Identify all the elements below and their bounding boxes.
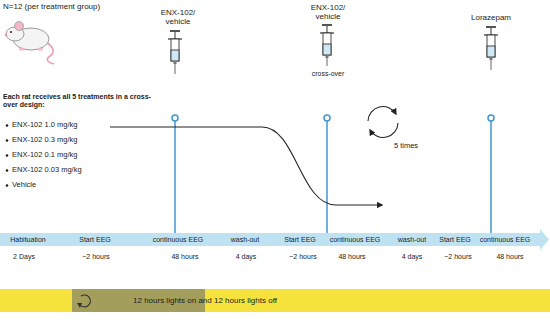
stage-label: continuous EEG: [330, 233, 381, 246]
light-cycle-label: 12 hours lights on and 12 hours lights o…: [133, 289, 277, 312]
syringe-icon: [487, 46, 495, 57]
dose-item: Vehicle: [12, 181, 36, 190]
syringe-icon: [320, 24, 334, 66]
syringe-icon: [168, 30, 182, 74]
crossover-line: [110, 127, 382, 205]
crossover-label: cross-over: [312, 70, 345, 78]
stage-label: Start EEG: [79, 233, 111, 246]
stage-label: wash-out: [231, 233, 259, 246]
dose-item: ENX-102 0.3 mg/kg: [12, 136, 77, 145]
stage-label: continuous EEG: [153, 233, 204, 246]
stage-label: continuous EEG: [480, 233, 531, 246]
syringe-icon: [491, 60, 492, 70]
repeat-cycle-arrows: [368, 106, 396, 121]
bullet-dot: [6, 124, 9, 187]
rat-illustration: [5, 22, 54, 65]
light-cycle-bar: [0, 289, 550, 312]
duration-label: ~2 hours: [82, 253, 109, 261]
syringe-icon: [326, 55, 329, 58]
dosing-marker: [324, 115, 330, 121]
stage-label: Start EEG: [439, 233, 471, 246]
dosing-marker: [174, 121, 176, 233]
stage-label: Start EEG: [284, 233, 316, 246]
repeat-cycle-arrows: [370, 123, 398, 138]
syringe-icon: [327, 58, 328, 66]
syringe-icon: [323, 44, 331, 55]
rat-illustration: [15, 22, 24, 31]
dosing-marker: [490, 121, 492, 233]
repeat-count: 5 times: [394, 142, 418, 151]
bullet-dot: [6, 154, 9, 157]
timeline-arrow-tip: [540, 229, 549, 250]
syringe-icon: [171, 39, 179, 61]
syringe-icon: [171, 50, 179, 61]
syringe-icon: [326, 26, 327, 33]
bullet-dot: [6, 184, 9, 187]
syringe-icon: [175, 64, 176, 74]
syringe-icon: [170, 30, 180, 32]
treatment-label: Lorazepam: [471, 13, 511, 22]
syringe-icon: [490, 57, 493, 60]
design-heading: Each rat receives all 5 treatments in a …: [3, 93, 153, 109]
syringe-icon: [323, 33, 331, 55]
dose-item: ENX-102 1.0 mg/kg: [12, 121, 77, 130]
repeat-cycle-arrows: [368, 106, 398, 137]
light-cycle-bar: [0, 289, 550, 312]
bullet-dot: [6, 124, 9, 127]
duration-label: 4 days: [402, 253, 423, 261]
syringe-icon: [322, 24, 332, 26]
syringe-icon: [486, 26, 496, 28]
light-cycle-bar: [77, 303, 82, 308]
rat-illustration: [46, 42, 54, 64]
group-size-note: N=12 (per treatment group): [3, 2, 100, 11]
timeline-band: Habituation Start EEG continuous EEG wash-o…: [0, 233, 540, 246]
duration-label: 48 hours: [496, 253, 523, 261]
dosing-marker: [172, 115, 178, 121]
syringe-icon: [490, 28, 491, 35]
duration-label: 48 hours: [338, 253, 365, 261]
rat-illustration: [5, 34, 8, 37]
treatment-label: ENX-102/ vehicle: [155, 8, 201, 26]
dosing-marker: [326, 121, 328, 233]
duration-label: 48 hours: [171, 253, 198, 261]
dosing-marker: [172, 115, 494, 233]
rat-illustration: [19, 48, 25, 51]
dose-item: ENX-102 0.03 mg/kg: [12, 166, 82, 175]
syringe-icon: [487, 35, 495, 57]
light-cycle-bar: [80, 295, 90, 307]
rat-illustration: [10, 31, 12, 33]
syringe-icon: [484, 26, 498, 70]
syringe-icon: [174, 32, 175, 39]
stage-label: wash-out: [398, 233, 426, 246]
bullet-dot: [6, 169, 9, 172]
duration-label: ~2 hours: [289, 253, 316, 261]
duration-label: 2 Days: [13, 253, 35, 261]
dosing-marker: [488, 115, 494, 121]
dose-item: ENX-102 0.1 mg/kg: [12, 151, 77, 160]
syringe-icon: [174, 61, 177, 64]
duration-label: ~2 hours: [444, 253, 471, 261]
light-cycle-band: 12 hours lights on and 12 hours lights o…: [0, 289, 550, 312]
rat-illustration: [37, 48, 43, 51]
treatment-label: ENX-102/ vehicle: [305, 3, 351, 21]
duration-label: 4 days: [236, 253, 257, 261]
bullet-dot: [6, 139, 9, 142]
stage-label: Habituation: [10, 233, 45, 246]
